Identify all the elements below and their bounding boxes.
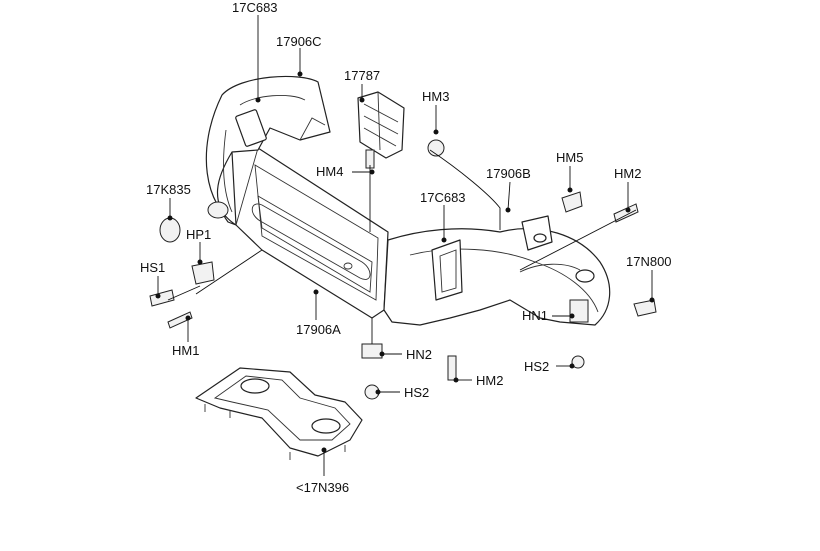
label-17906b: 17906B — [486, 166, 531, 181]
hardware-parts — [149, 139, 657, 400]
bolt-hm2-bottom-shape — [447, 355, 457, 381]
label-hn2: HN2 — [406, 347, 432, 362]
bolt-hm1-shape — [167, 311, 193, 329]
clip-hp1-shape — [191, 261, 215, 285]
label-hp1: HP1 — [186, 227, 211, 242]
screw-hs1-shape — [149, 289, 175, 307]
callout-labels: 17C683 17906C 17787 HM3 HM4 17K835 17906… — [140, 0, 672, 495]
screw-hs2-right-shape — [571, 355, 585, 369]
label-hm3: HM3 — [422, 89, 449, 104]
bolt-17n800-shape — [633, 299, 657, 317]
endcap-hole-shape — [207, 201, 229, 219]
part-17787-bracket — [357, 91, 405, 159]
label-17906a: 17906A — [296, 322, 341, 337]
part-17n396-plate — [195, 367, 363, 460]
nut-hn2-shape — [361, 343, 383, 359]
label-17n800: 17N800 — [626, 254, 672, 269]
label-hs1: HS1 — [140, 260, 165, 275]
label-hm2-right: HM2 — [614, 166, 641, 181]
label-17c683-top: 17C683 — [232, 0, 278, 15]
label-hm5: HM5 — [556, 150, 583, 165]
label-hs2-bottom: HS2 — [404, 385, 429, 400]
rivet-hm3-shape — [427, 139, 445, 157]
label-17787: 17787 — [344, 68, 380, 83]
bolt-hm2-right-shape — [613, 203, 639, 223]
part-17906c-endcap — [205, 75, 331, 226]
label-17k835: 17K835 — [146, 182, 191, 197]
label-hm1: HM1 — [172, 343, 199, 358]
label-17c683-mid: 17C683 — [420, 190, 466, 205]
label-hs2-right: HS2 — [524, 359, 549, 374]
label-17n396: <17N396 — [296, 480, 349, 495]
leader-lines — [155, 15, 655, 476]
label-hm2-bottom: HM2 — [476, 373, 503, 388]
nut-hn1-shape — [569, 299, 589, 323]
rivet-hm5-shape — [561, 191, 583, 213]
label-hm4: HM4 — [316, 164, 343, 179]
plug-17k835-shape — [159, 217, 181, 243]
label-17906c: 17906C — [276, 34, 322, 49]
label-hn1: HN1 — [522, 308, 548, 323]
assembly-lines — [167, 149, 637, 344]
part-17906a-shell — [231, 147, 389, 319]
